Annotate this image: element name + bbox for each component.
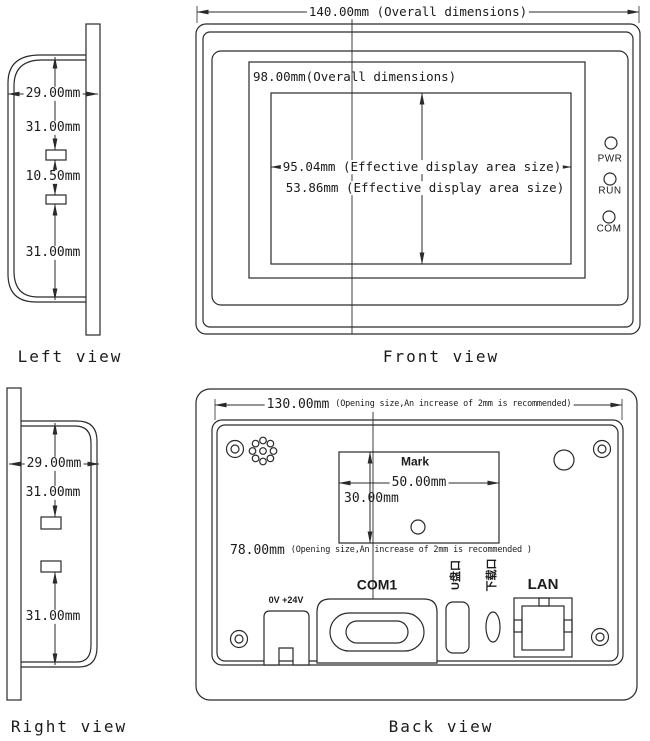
- left-view-title: Left view: [17, 347, 123, 367]
- front-outer-shell: [195, 23, 641, 335]
- left-body: [7, 54, 86, 303]
- left-bottom-dim: 31.00mm: [23, 244, 83, 261]
- mark-label: Mark: [400, 454, 430, 469]
- usb-port-label: U盘口: [449, 560, 462, 590]
- back-opening-width-note: (Opening size,An increase of 2mm is reco…: [335, 399, 572, 410]
- download-port-label: 下载口: [485, 558, 498, 592]
- right-body: [21, 420, 98, 668]
- front-view-title: Front view: [382, 347, 500, 367]
- com-led-label: COM: [596, 223, 622, 235]
- speaker-grille-icon: [248, 436, 278, 466]
- right-panel-edge: [6, 387, 22, 701]
- back-opening-height-value: 78.00mm: [230, 542, 285, 558]
- right-view-outline: [6, 387, 98, 701]
- back-opening-height-note: (Opening size,An increase of 2mm is reco…: [290, 545, 532, 556]
- display-height-dim: 53.86mm (Effective display area size): [283, 180, 567, 196]
- mark-area: [338, 451, 500, 544]
- db9-connector: [329, 612, 425, 652]
- right-depth-dim: 29.00mm: [24, 455, 84, 472]
- left-mounting-clip: [45, 149, 67, 161]
- left-body-inner-line: [13, 59, 86, 298]
- screw-holes: [225, 439, 612, 649]
- run-led-label: RUN: [598, 185, 622, 197]
- back-opening-width-dim: 130.00mm (Opening size,An increase of 2m…: [264, 396, 574, 413]
- right-mounting-clip: [40, 516, 62, 530]
- back-outer-shell: [195, 388, 638, 701]
- right-bottom-dim: 31.00mm: [23, 608, 83, 625]
- left-panel-edge: [85, 23, 101, 336]
- front-display-area: [270, 92, 572, 265]
- front-face-line: [202, 31, 634, 328]
- back-opening-width-value: 130.00mm: [266, 396, 330, 412]
- lan-port: [513, 597, 573, 658]
- right-view-title: Right view: [10, 717, 128, 737]
- front-opening-dim: 98.00mm(Overall dimensions): [253, 69, 457, 84]
- mark-height-dim: 30.00mm: [344, 490, 399, 506]
- download-port: [485, 611, 501, 643]
- back-opening-height-dim: 78.00mm (Opening size,An increase of 2mm…: [230, 542, 532, 558]
- left-mid-dim: 10.50mm: [23, 168, 83, 185]
- mark-hole: [410, 519, 426, 535]
- right-mounting-clip: [40, 560, 62, 573]
- run-led: [603, 172, 617, 186]
- lan-port-tab: [538, 597, 550, 607]
- right-body-inner-line: [21, 425, 92, 663]
- right-top-dim: 31.00mm: [23, 484, 83, 501]
- pwr-led: [604, 136, 618, 150]
- db9-connector-inner: [345, 620, 409, 644]
- lan-port-label: LAN: [527, 575, 559, 593]
- power-terminal-label: 0V +24V: [268, 595, 304, 606]
- lan-port-tab: [513, 619, 523, 633]
- front-overall-width-dim: 140.00mm (Overall dimensions): [306, 4, 530, 20]
- front-bezel: [211, 50, 629, 306]
- front-screen-opening: [248, 61, 586, 279]
- usb-port: [445, 601, 470, 654]
- com-led: [602, 210, 616, 224]
- display-width-dim: 95.04mm (Effective display area size): [280, 159, 564, 175]
- lan-port-tab: [563, 619, 573, 633]
- com1-port-label: COM1: [356, 576, 398, 593]
- left-mounting-clip: [45, 194, 67, 205]
- mark-width-dim: 50.00mm: [389, 474, 449, 491]
- power-terminal: [263, 610, 310, 666]
- back-recess-outer: [211, 419, 624, 666]
- back-connectors: [263, 597, 573, 666]
- pwr-led-label: PWR: [597, 153, 623, 165]
- left-depth-dim: 29.00mm: [23, 85, 83, 102]
- left-top-dim: 31.00mm: [23, 119, 83, 136]
- buzzer-hole: [553, 449, 575, 471]
- back-view-title: Back view: [388, 717, 494, 737]
- left-view-outline: [7, 23, 101, 336]
